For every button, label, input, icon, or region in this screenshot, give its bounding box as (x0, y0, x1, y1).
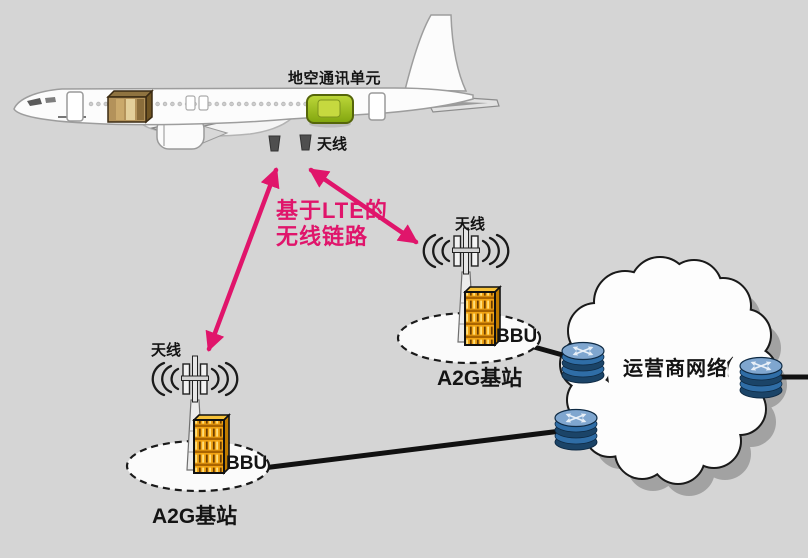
cargo-box-icon (106, 89, 154, 124)
rear-door (368, 92, 386, 121)
operator-network-label: 运营商网络 (623, 358, 728, 380)
bs-upper-bbu-label: BBU (496, 326, 538, 347)
bs-lower-antenna-label: 天线 (151, 342, 182, 359)
backhaul-line-lower (260, 427, 572, 471)
plane-antenna-stub-2 (299, 134, 312, 151)
router-icon-right (740, 358, 782, 399)
bs-lower-name-label: A2G基站 (152, 505, 238, 528)
bs-upper-antenna-label: 天线 (455, 216, 486, 233)
comm-unit-label: 地空通讯单元 (288, 70, 382, 87)
comm-unit-box-icon (306, 94, 354, 128)
overwing-exit-2 (198, 95, 209, 111)
bs-lower-bbu-label: BBU (226, 453, 268, 474)
front-door (66, 91, 84, 122)
overwing-exit-1 (185, 95, 196, 111)
lte-wireless-links (205, 167, 419, 352)
lte-link-label-line2: 无线链路 (276, 224, 369, 249)
lte-link-label-line1: 基于LTE的 (276, 198, 388, 223)
plane-antenna-label: 天线 (317, 136, 348, 153)
airplane-illustration (13, 14, 500, 152)
router-icon-upper-left (562, 343, 604, 384)
bs-upper-name-label: A2G基站 (437, 367, 523, 390)
plane-antenna-stub-1 (268, 135, 281, 152)
lte-link-arrow-right (308, 167, 419, 245)
lte-link-arrow-left (205, 167, 280, 352)
router-icon-lower-left (555, 410, 597, 451)
